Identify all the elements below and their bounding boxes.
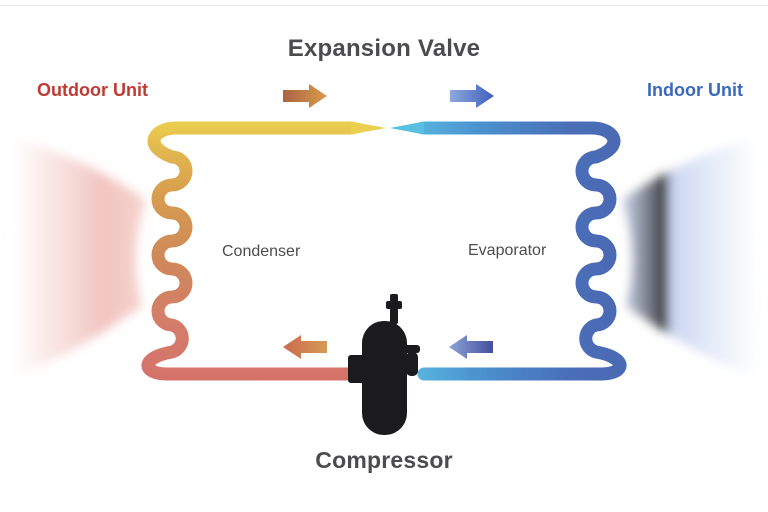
flow-arrow-compressor-to-condenser-icon	[283, 335, 327, 359]
compressor-outlet-fitting	[406, 352, 418, 376]
compressor-label: Compressor	[315, 447, 453, 473]
flow-arrow-evaporator-to-compressor-icon	[449, 335, 493, 359]
outdoor-unit-label: Outdoor Unit	[37, 80, 148, 100]
expansion-valve-taper-blue-icon	[390, 121, 424, 135]
compressor-body	[362, 321, 407, 435]
expansion-valve-taper-yellow-icon	[351, 121, 386, 135]
indoor-unit-label: Indoor Unit	[647, 80, 743, 100]
compressor-tank-icon	[348, 294, 420, 435]
outdoor-airflow-glow-icon	[6, 138, 146, 378]
condenser-label: Condenser	[222, 243, 301, 260]
compressor-top-valve-neck	[390, 308, 398, 324]
evaporator-coil-icon	[390, 121, 627, 381]
top-divider-line	[0, 5, 768, 6]
compressor-top-valve-nub	[390, 294, 398, 302]
compressor-outlet-cap	[403, 345, 420, 353]
compressor-inlet-fitting	[348, 355, 365, 383]
compressor-top-valve-cap	[386, 301, 402, 309]
flow-arrow-condenser-to-valve-icon	[283, 84, 327, 108]
evaporator-label: Evaporator	[468, 242, 547, 259]
flow-arrow-valve-to-evaporator-icon	[450, 84, 494, 108]
expansion-valve-label: Expansion Valve	[287, 35, 481, 62]
condenser-coil-icon	[141, 121, 386, 381]
indoor-airflow-glow-icon	[622, 138, 762, 378]
